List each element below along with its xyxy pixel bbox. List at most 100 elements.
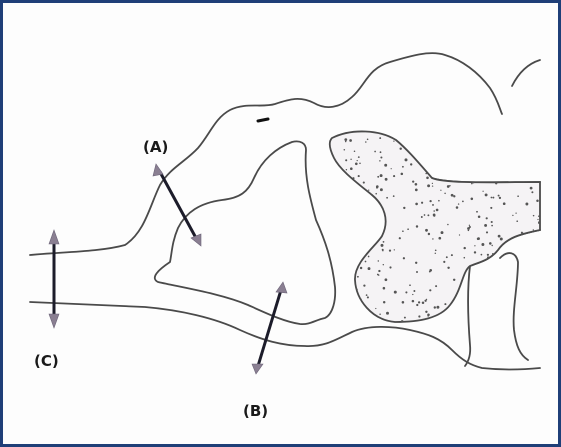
label-b: (B) — [243, 402, 268, 420]
speckle-dot — [516, 220, 518, 222]
speckle-dot — [530, 245, 531, 246]
speckle-dot — [505, 319, 507, 321]
speckle-dot — [461, 291, 463, 293]
speckle-dot — [481, 243, 484, 246]
speckle-dot — [366, 294, 368, 296]
speckle-dot — [431, 148, 433, 150]
speckle-dot — [349, 300, 351, 302]
speckle-dot — [453, 141, 455, 143]
speckle-dot — [474, 251, 476, 253]
speckle-dot — [460, 177, 462, 179]
speckle-dot — [421, 144, 424, 147]
speckle-dot — [431, 140, 432, 141]
speckle-dot — [421, 202, 423, 204]
speckle-dot — [524, 160, 526, 162]
speckle-dot — [359, 163, 361, 165]
speckle-dot — [494, 264, 496, 266]
speckle-dot — [355, 191, 357, 193]
speckle-dot — [530, 187, 533, 190]
speckle-dot — [434, 306, 436, 308]
speckle-dot — [348, 281, 351, 284]
speckle-dot — [375, 193, 377, 195]
speckle-dot — [344, 301, 346, 303]
speckle-dot — [346, 187, 348, 189]
speckle-dot — [464, 247, 466, 249]
speckle-dot — [346, 197, 347, 198]
speckle-dot — [468, 142, 470, 144]
speckle-dot — [533, 285, 536, 288]
speckle-dot — [357, 201, 360, 204]
speckle-dot — [421, 216, 423, 218]
speckle-dot — [327, 172, 330, 175]
speckle-dot — [350, 265, 353, 268]
speckle-dot — [358, 175, 360, 177]
speckle-dot — [489, 242, 492, 245]
speckle-dot — [328, 198, 330, 200]
speckle-dot — [492, 197, 494, 199]
speckle-dot — [512, 215, 513, 216]
speckle-dot — [394, 249, 395, 250]
speckle-dot — [487, 292, 490, 295]
speckle-dot — [330, 280, 332, 282]
speckle-dot — [412, 300, 415, 303]
speckle-dot — [478, 321, 479, 322]
speckle-dot — [331, 163, 333, 165]
speckle-dot — [470, 317, 473, 320]
speckle-dot — [489, 140, 491, 142]
speckle-dot — [379, 314, 380, 315]
speckle-dot — [538, 180, 539, 181]
speckle-dot — [458, 203, 459, 204]
speckle-dot — [331, 195, 332, 196]
speckle-dot — [507, 316, 509, 318]
speckle-dot — [344, 311, 346, 313]
speckle-dot — [452, 153, 454, 155]
speckle-dot — [347, 253, 350, 256]
arrow-b — [252, 282, 287, 374]
speckle-dot — [426, 299, 427, 300]
speckle-dot — [531, 191, 533, 193]
speckle-dot — [343, 128, 345, 130]
speckle-dot — [427, 151, 430, 154]
speckle-dot — [459, 234, 460, 235]
speckle-dot — [357, 276, 359, 278]
speckle-dot — [332, 292, 334, 294]
speckle-dot — [377, 176, 379, 178]
speckle-dot — [398, 133, 399, 134]
speckle-dot — [382, 250, 383, 251]
speckle-dot — [494, 309, 495, 310]
speckle-dot — [405, 158, 408, 161]
speckle-dot — [438, 237, 441, 240]
speckle-dot — [477, 279, 478, 280]
speckle-dot — [456, 206, 459, 209]
speckle-dot — [333, 169, 335, 171]
speckle-dot — [475, 153, 478, 156]
speckle-dot — [427, 315, 429, 317]
speckle-dot — [433, 210, 435, 212]
speckle-dot — [331, 178, 334, 181]
speckle-dot — [407, 228, 409, 230]
speckle-dot — [441, 231, 444, 234]
speckle-dot — [427, 214, 429, 216]
speckle-dot — [478, 215, 481, 218]
speckle-dot — [477, 238, 479, 240]
speckle-dot — [405, 144, 407, 146]
speckle-dot — [347, 225, 348, 226]
speckle-dot — [327, 223, 329, 225]
speckle-dot — [534, 310, 537, 313]
speckle-dot — [353, 305, 355, 307]
speckle-dot — [333, 233, 335, 235]
speckle-dot — [534, 304, 536, 306]
speckle-dot — [405, 291, 407, 293]
speckle-dot — [495, 268, 498, 271]
speckle-dot — [402, 301, 405, 304]
speckle-dot — [525, 235, 527, 237]
speckle-dot — [436, 323, 437, 324]
speckle-dot — [471, 183, 473, 185]
speckle-dot — [367, 210, 369, 212]
speckle-dot — [461, 174, 464, 177]
speckle-dot — [505, 161, 506, 162]
speckle-dot — [490, 284, 492, 286]
speckle-dot — [476, 211, 478, 213]
speckle-dot — [392, 133, 394, 135]
speckle-dot — [384, 164, 387, 167]
